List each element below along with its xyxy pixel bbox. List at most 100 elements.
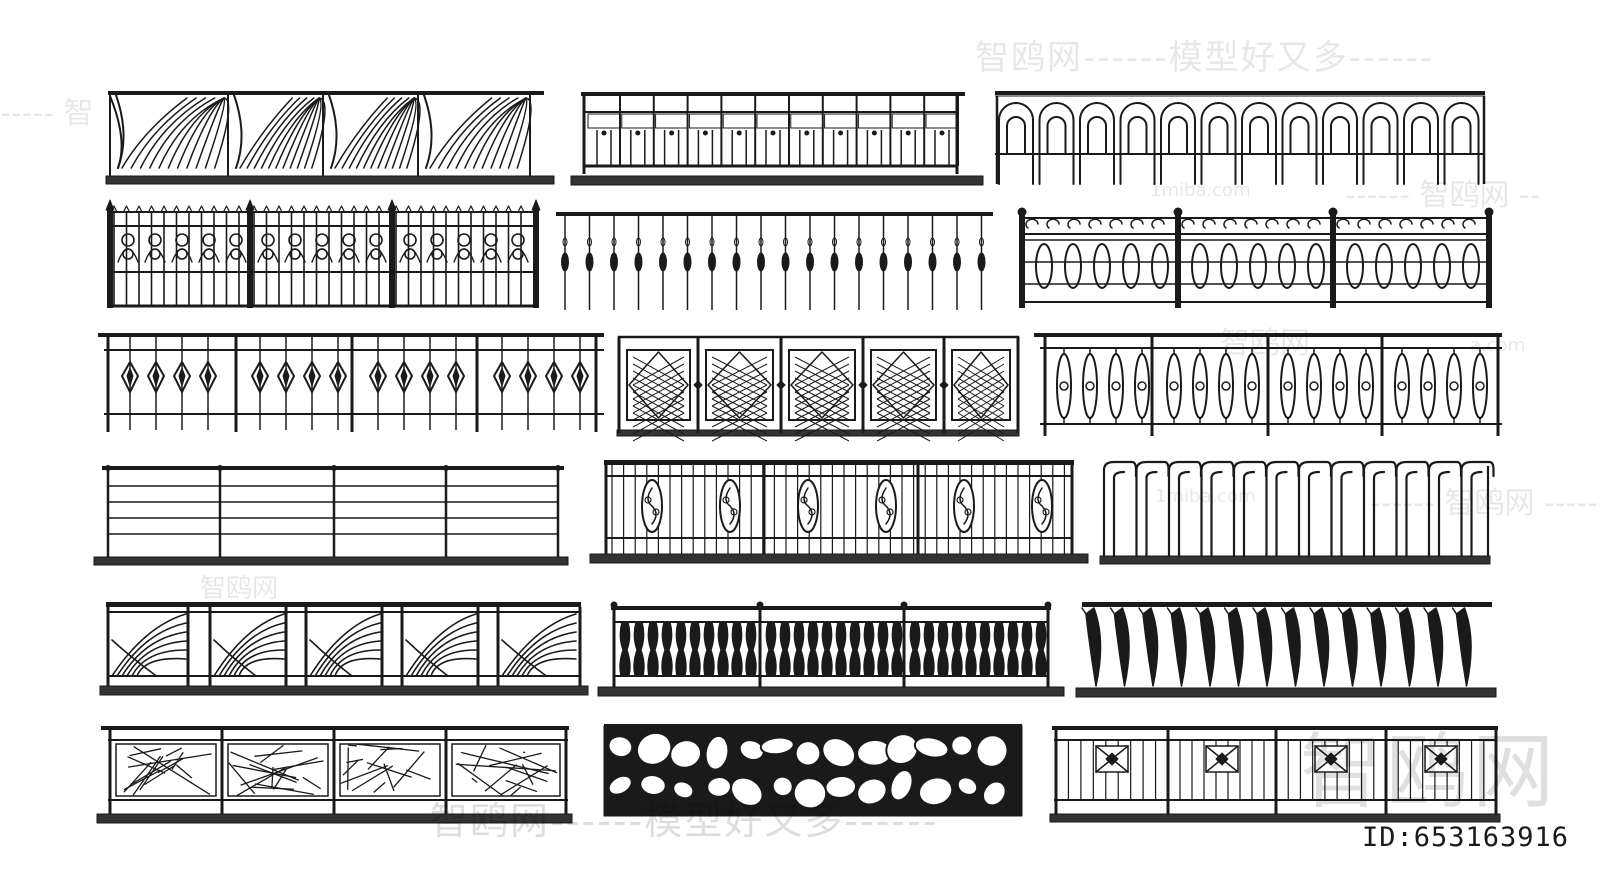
stroke	[165, 747, 183, 757]
stroke	[1404, 243, 1422, 289]
stroke	[1370, 607, 1387, 687]
stroke	[195, 97, 225, 169]
stroke	[928, 252, 937, 272]
stroke	[223, 631, 285, 677]
stroke	[147, 205, 156, 213]
stroke	[457, 762, 503, 797]
stroke	[484, 233, 498, 247]
stroke	[300, 205, 308, 213]
stroke	[1346, 243, 1364, 289]
stroke	[790, 113, 824, 129]
stroke	[1093, 243, 1111, 289]
stroke	[139, 755, 164, 791]
stroke	[522, 751, 526, 754]
stroke	[856, 777, 888, 806]
stroke	[443, 465, 449, 471]
stroke	[1200, 460, 1235, 558]
stroke	[793, 621, 805, 677]
stroke	[1109, 218, 1123, 229]
stroke	[711, 377, 768, 407]
stroke	[1420, 353, 1436, 419]
stroke	[133, 746, 211, 795]
stroke	[287, 205, 296, 213]
sweep-curve-railing	[105, 91, 555, 185]
stroke	[832, 237, 837, 247]
stroke	[633, 621, 645, 677]
stroke	[571, 361, 589, 393]
stroke	[1309, 607, 1315, 615]
stroke	[1242, 470, 1256, 558]
stroke	[1403, 102, 1439, 185]
stroke	[1025, 218, 1039, 229]
base-plinth	[93, 556, 569, 566]
stroke	[324, 640, 381, 677]
stroke	[1451, 116, 1472, 155]
stroke	[1067, 218, 1081, 229]
stroke	[121, 233, 135, 247]
stroke	[405, 613, 477, 677]
stroke	[1278, 243, 1296, 289]
stroke	[420, 640, 477, 677]
stroke	[979, 621, 991, 677]
stroke	[1056, 353, 1072, 419]
stroke	[585, 252, 594, 272]
top-rail	[108, 91, 544, 95]
stroke	[395, 361, 413, 393]
stroke	[731, 621, 743, 677]
stroke	[1335, 381, 1345, 391]
stroke	[365, 248, 387, 263]
stroke	[611, 237, 617, 247]
stroke	[1249, 116, 1269, 155]
stroke	[375, 205, 383, 213]
lattice-square-railing	[616, 335, 1020, 442]
stroke	[1307, 243, 1325, 289]
stroke	[185, 205, 193, 213]
stroke	[504, 205, 513, 213]
stroke	[392, 205, 400, 213]
scroll-spear-railing	[105, 199, 541, 308]
stroke	[400, 367, 408, 387]
stroke	[331, 465, 337, 471]
stroke	[661, 621, 673, 677]
stroke	[693, 380, 703, 390]
diamond-baluster-railing	[98, 333, 604, 432]
stroke	[259, 744, 284, 764]
stroke	[204, 97, 226, 169]
stroke	[383, 763, 395, 792]
stroke	[734, 237, 739, 247]
stroke	[157, 758, 184, 774]
stroke	[1443, 102, 1480, 185]
stroke	[1460, 460, 1495, 558]
stroke	[1166, 353, 1182, 419]
stroke	[250, 786, 295, 790]
stroke	[824, 775, 858, 799]
stroke	[1330, 460, 1365, 558]
stroke	[993, 621, 1005, 677]
base-plinth	[1075, 687, 1497, 698]
stroke	[683, 252, 692, 272]
stroke	[725, 487, 735, 525]
stroke	[1199, 607, 1216, 687]
stroke	[904, 252, 912, 272]
stroke	[794, 370, 850, 400]
stroke	[905, 237, 911, 247]
stroke	[511, 233, 525, 247]
stroke	[442, 205, 450, 213]
stroke	[136, 657, 187, 677]
stroke	[1420, 218, 1434, 229]
stroke	[607, 774, 633, 796]
stroke	[824, 113, 858, 129]
base-plinth	[96, 813, 573, 824]
stroke	[429, 205, 438, 213]
base-plinth	[589, 553, 1089, 564]
stroke	[1434, 752, 1448, 766]
stroke	[881, 487, 891, 525]
stroke	[426, 248, 448, 263]
stroke	[804, 130, 810, 136]
stroke	[235, 205, 243, 213]
stroke	[779, 621, 791, 677]
stroke	[1241, 102, 1277, 185]
stroke	[711, 391, 768, 421]
stroke	[1017, 207, 1027, 217]
stroke	[1167, 460, 1203, 558]
